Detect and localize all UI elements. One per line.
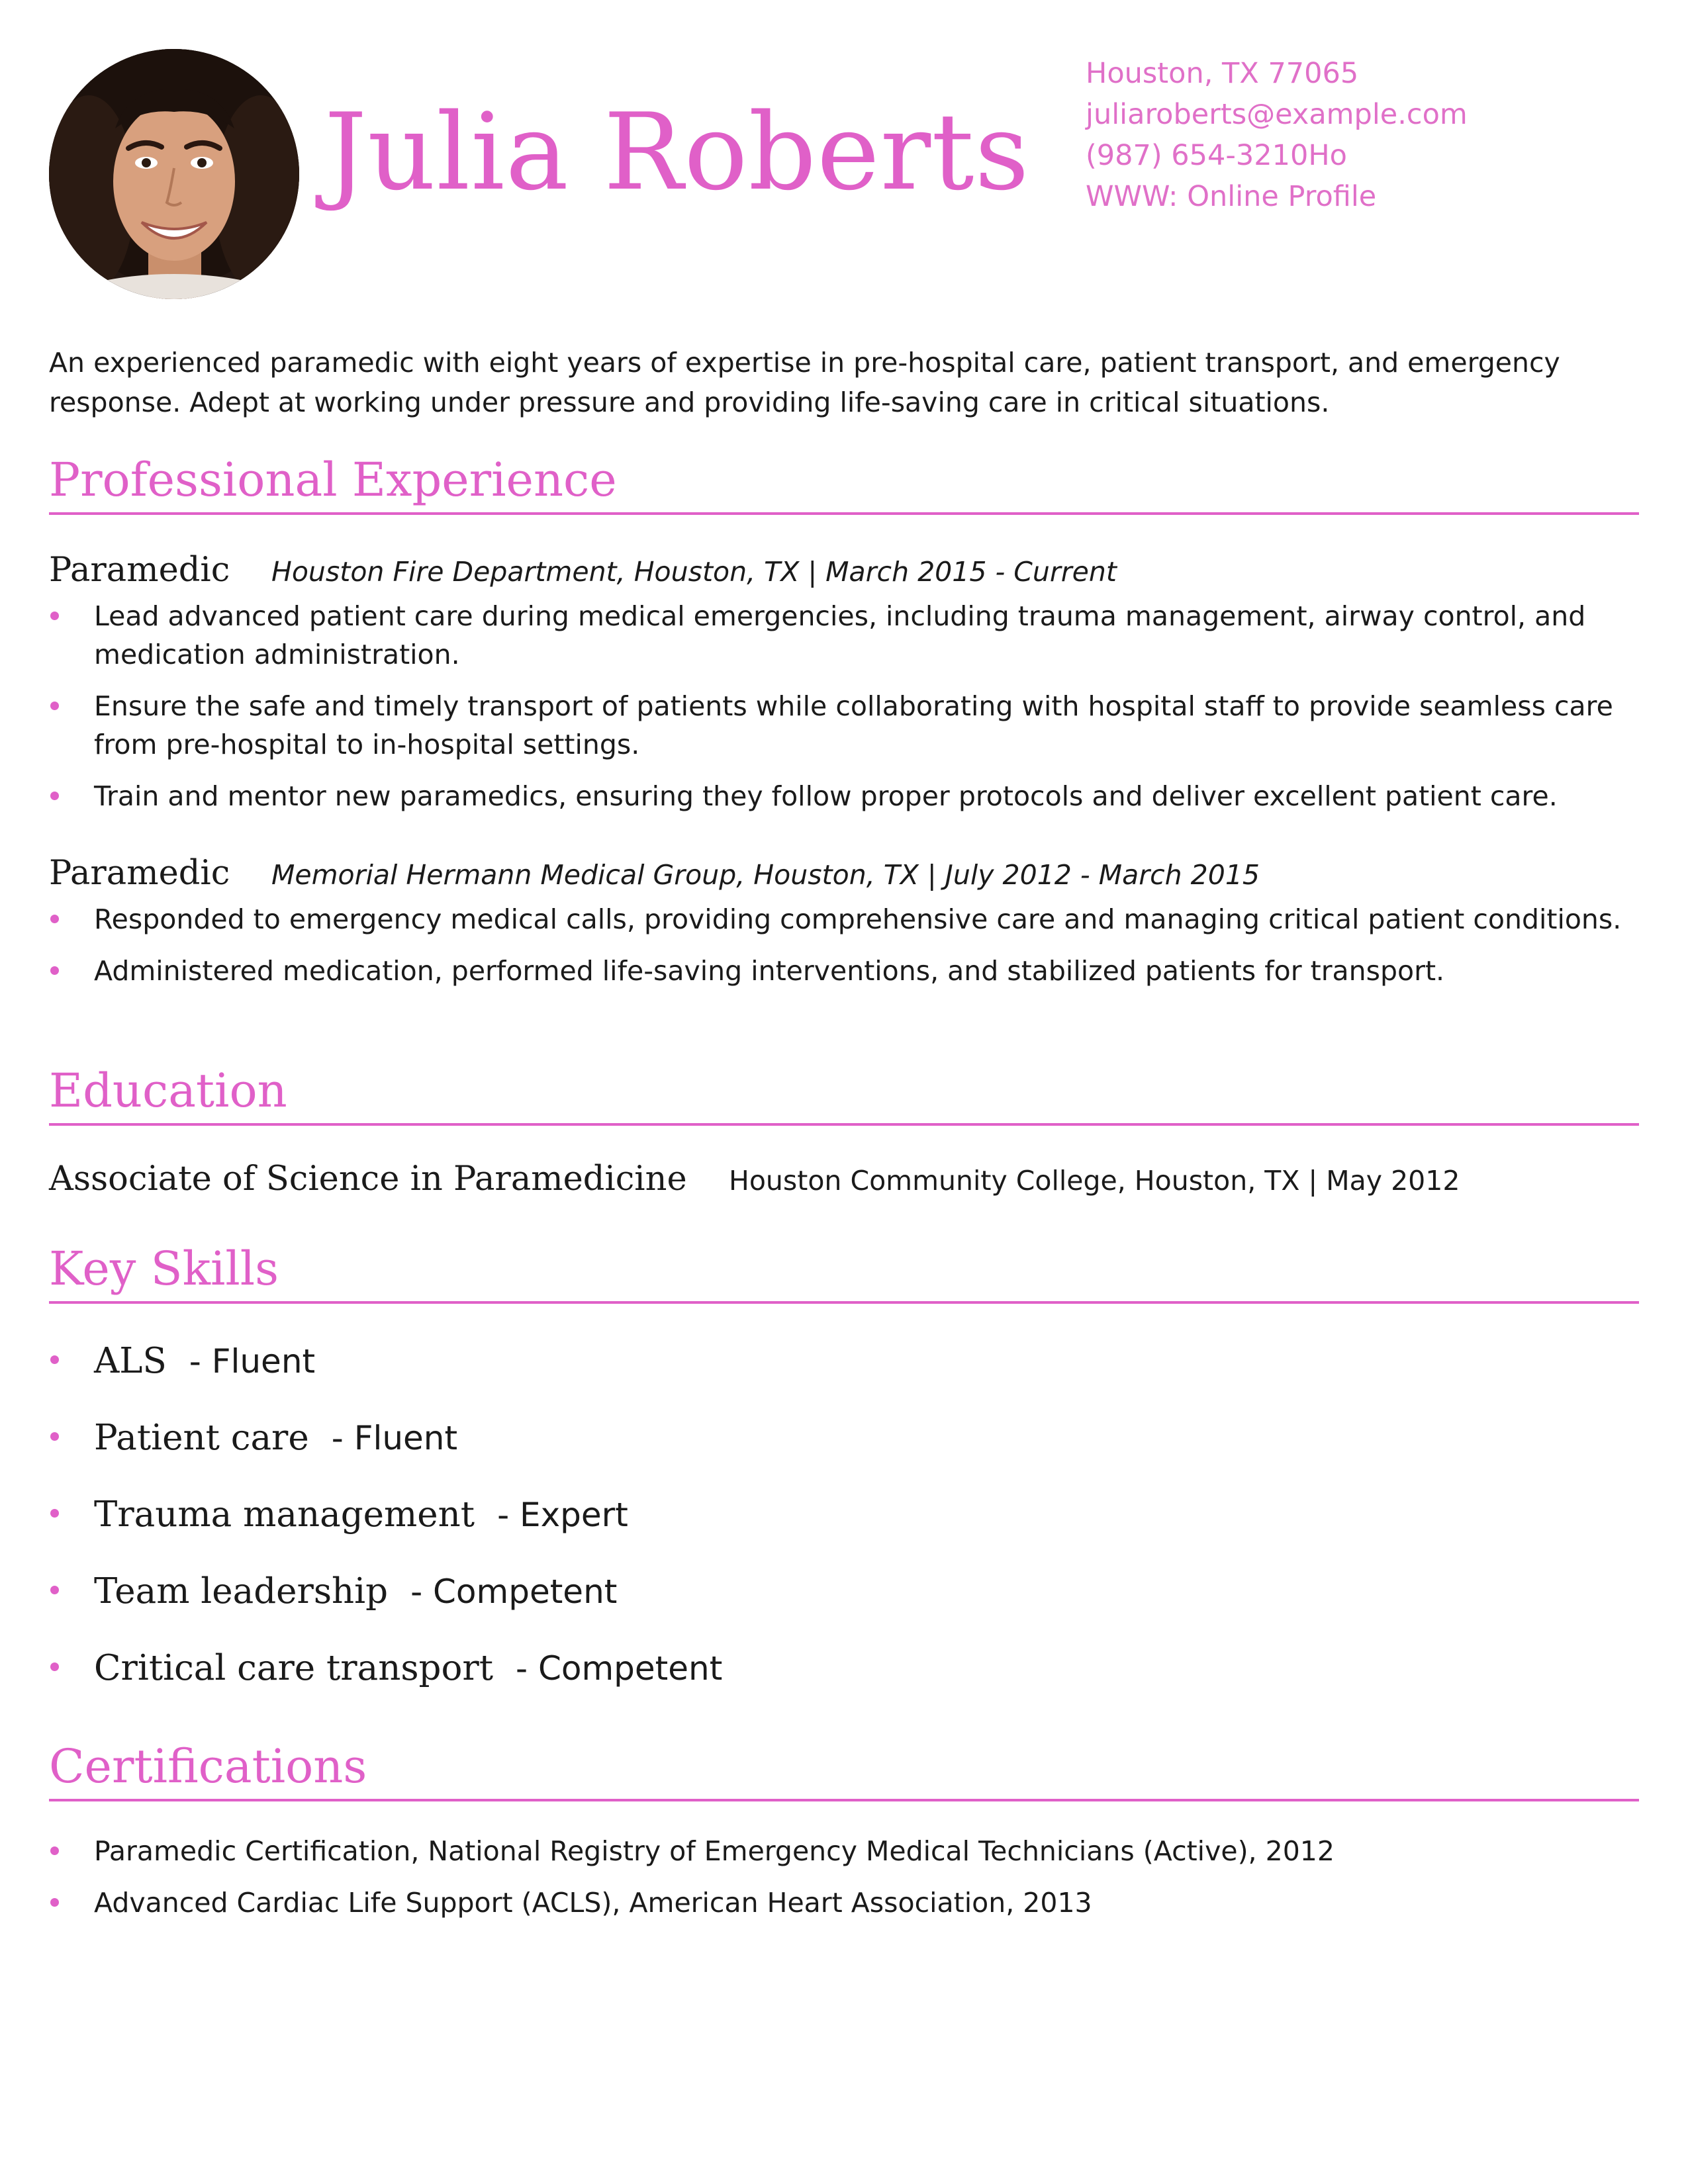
skill-item: Team leadership - Competent	[49, 1571, 722, 1648]
job-bullet-text: Lead advanced patient care during medica…	[94, 600, 1586, 670]
bullet-dot-icon	[50, 1586, 59, 1594]
skill-level: - Expert	[497, 1496, 628, 1534]
skill-level: - Fluent	[331, 1419, 458, 1457]
job-bullet-list: Responded to emergency medical calls, pr…	[49, 900, 1644, 1003]
job-bullet-text: Administered medication, performed life-…	[94, 955, 1445, 987]
job-title: Paramedic	[49, 551, 230, 590]
bullet-dot-icon	[50, 1432, 59, 1441]
job-bullet: Lead advanced patient care during medica…	[49, 597, 1644, 674]
section-title-experience: Professional Experience	[49, 457, 1639, 515]
education-degree: Associate of Science in Paramedicine	[49, 1160, 687, 1199]
skill-name: Patient care	[94, 1418, 309, 1458]
job-bullet: Administered medication, performed life-…	[49, 952, 1644, 990]
job-bullet: Ensure the safe and timely transport of …	[49, 687, 1644, 764]
job-heading: Paramedic Memorial Hermann Medical Group,…	[49, 854, 1260, 893]
bullet-dot-icon	[50, 1898, 59, 1907]
job-bullet-text: Ensure the safe and timely transport of …	[94, 690, 1613, 760]
certification-text: Paramedic Certification, National Regist…	[94, 1835, 1335, 1867]
skill-item: Patient care - Fluent	[49, 1418, 722, 1494]
job-bullet-list: Lead advanced patient care during medica…	[49, 597, 1644, 829]
bullet-dot-icon	[50, 612, 59, 620]
bullet-dot-icon	[50, 1509, 59, 1518]
skill-level: - Fluent	[189, 1342, 316, 1381]
professional-summary: An experienced paramedic with eight year…	[49, 347, 1560, 418]
certification-text: Advanced Cardiac Life Support (ACLS), Am…	[94, 1887, 1092, 1919]
skill-name: Trauma management	[94, 1494, 475, 1535]
job-meta: Memorial Hermann Medical Group, Houston,…	[271, 859, 1260, 891]
contact-website-link[interactable]: WWW: Online Profile	[1086, 180, 1377, 213]
bullet-dot-icon	[50, 1355, 59, 1364]
skill-level: - Competent	[410, 1572, 618, 1611]
bullet-dot-icon	[50, 702, 59, 710]
skill-level: - Competent	[516, 1649, 723, 1688]
bullet-dot-icon	[50, 1662, 59, 1671]
skills-list: ALS - Fluent Patient care - Fluent Trauma …	[49, 1341, 722, 1725]
section-title-education: Education	[49, 1068, 1639, 1126]
bullet-dot-icon	[50, 966, 59, 975]
profile-photo	[49, 49, 299, 299]
job-bullet: Responded to emergency medical calls, pr…	[49, 900, 1644, 938]
certification-item: Advanced Cardiac Life Support (ACLS), Am…	[49, 1884, 1644, 1922]
skill-item: ALS - Fluent	[49, 1341, 722, 1418]
contact-info: Houston, TX 77065 juliaroberts@example.c…	[1086, 53, 1468, 217]
bullet-dot-icon	[50, 792, 59, 800]
certification-item: Paramedic Certification, National Regist…	[49, 1832, 1644, 1870]
job-meta: Houston Fire Department, Houston, TX | M…	[271, 556, 1117, 588]
certifications-list: Paramedic Certification, National Regist…	[49, 1832, 1644, 1935]
job-title: Paramedic	[49, 854, 230, 893]
skill-item: Trauma management - Expert	[49, 1494, 722, 1571]
job-bullet: Train and mentor new paramedics, ensurin…	[49, 777, 1644, 815]
skill-name: ALS	[94, 1341, 167, 1381]
section-title-skills: Key Skills	[49, 1246, 1639, 1304]
job-bullet-text: Train and mentor new paramedics, ensurin…	[94, 780, 1558, 812]
candidate-name: Julia Roberts	[324, 90, 1030, 214]
skill-item: Critical care transport - Competent	[49, 1648, 722, 1725]
section-title-certifications: Certifications	[49, 1743, 1639, 1801]
job-bullet-text: Responded to emergency medical calls, pr…	[94, 903, 1622, 935]
skill-name: Critical care transport	[94, 1648, 494, 1688]
education-meta: Houston Community College, Houston, TX |…	[729, 1165, 1460, 1197]
contact-email[interactable]: juliaroberts@example.com	[1086, 98, 1468, 131]
skill-name: Team leadership	[94, 1571, 389, 1612]
education-entry: Associate of Science in Paramedicine Hous…	[49, 1160, 1460, 1199]
contact-phone: (987) 654-3210Ho	[1086, 139, 1347, 172]
bullet-dot-icon	[50, 1846, 59, 1855]
job-heading: Paramedic Houston Fire Department, Housto…	[49, 551, 1117, 590]
bullet-dot-icon	[50, 915, 59, 923]
profile-photo-image	[49, 49, 299, 299]
contact-address: Houston, TX 77065	[1086, 57, 1359, 90]
